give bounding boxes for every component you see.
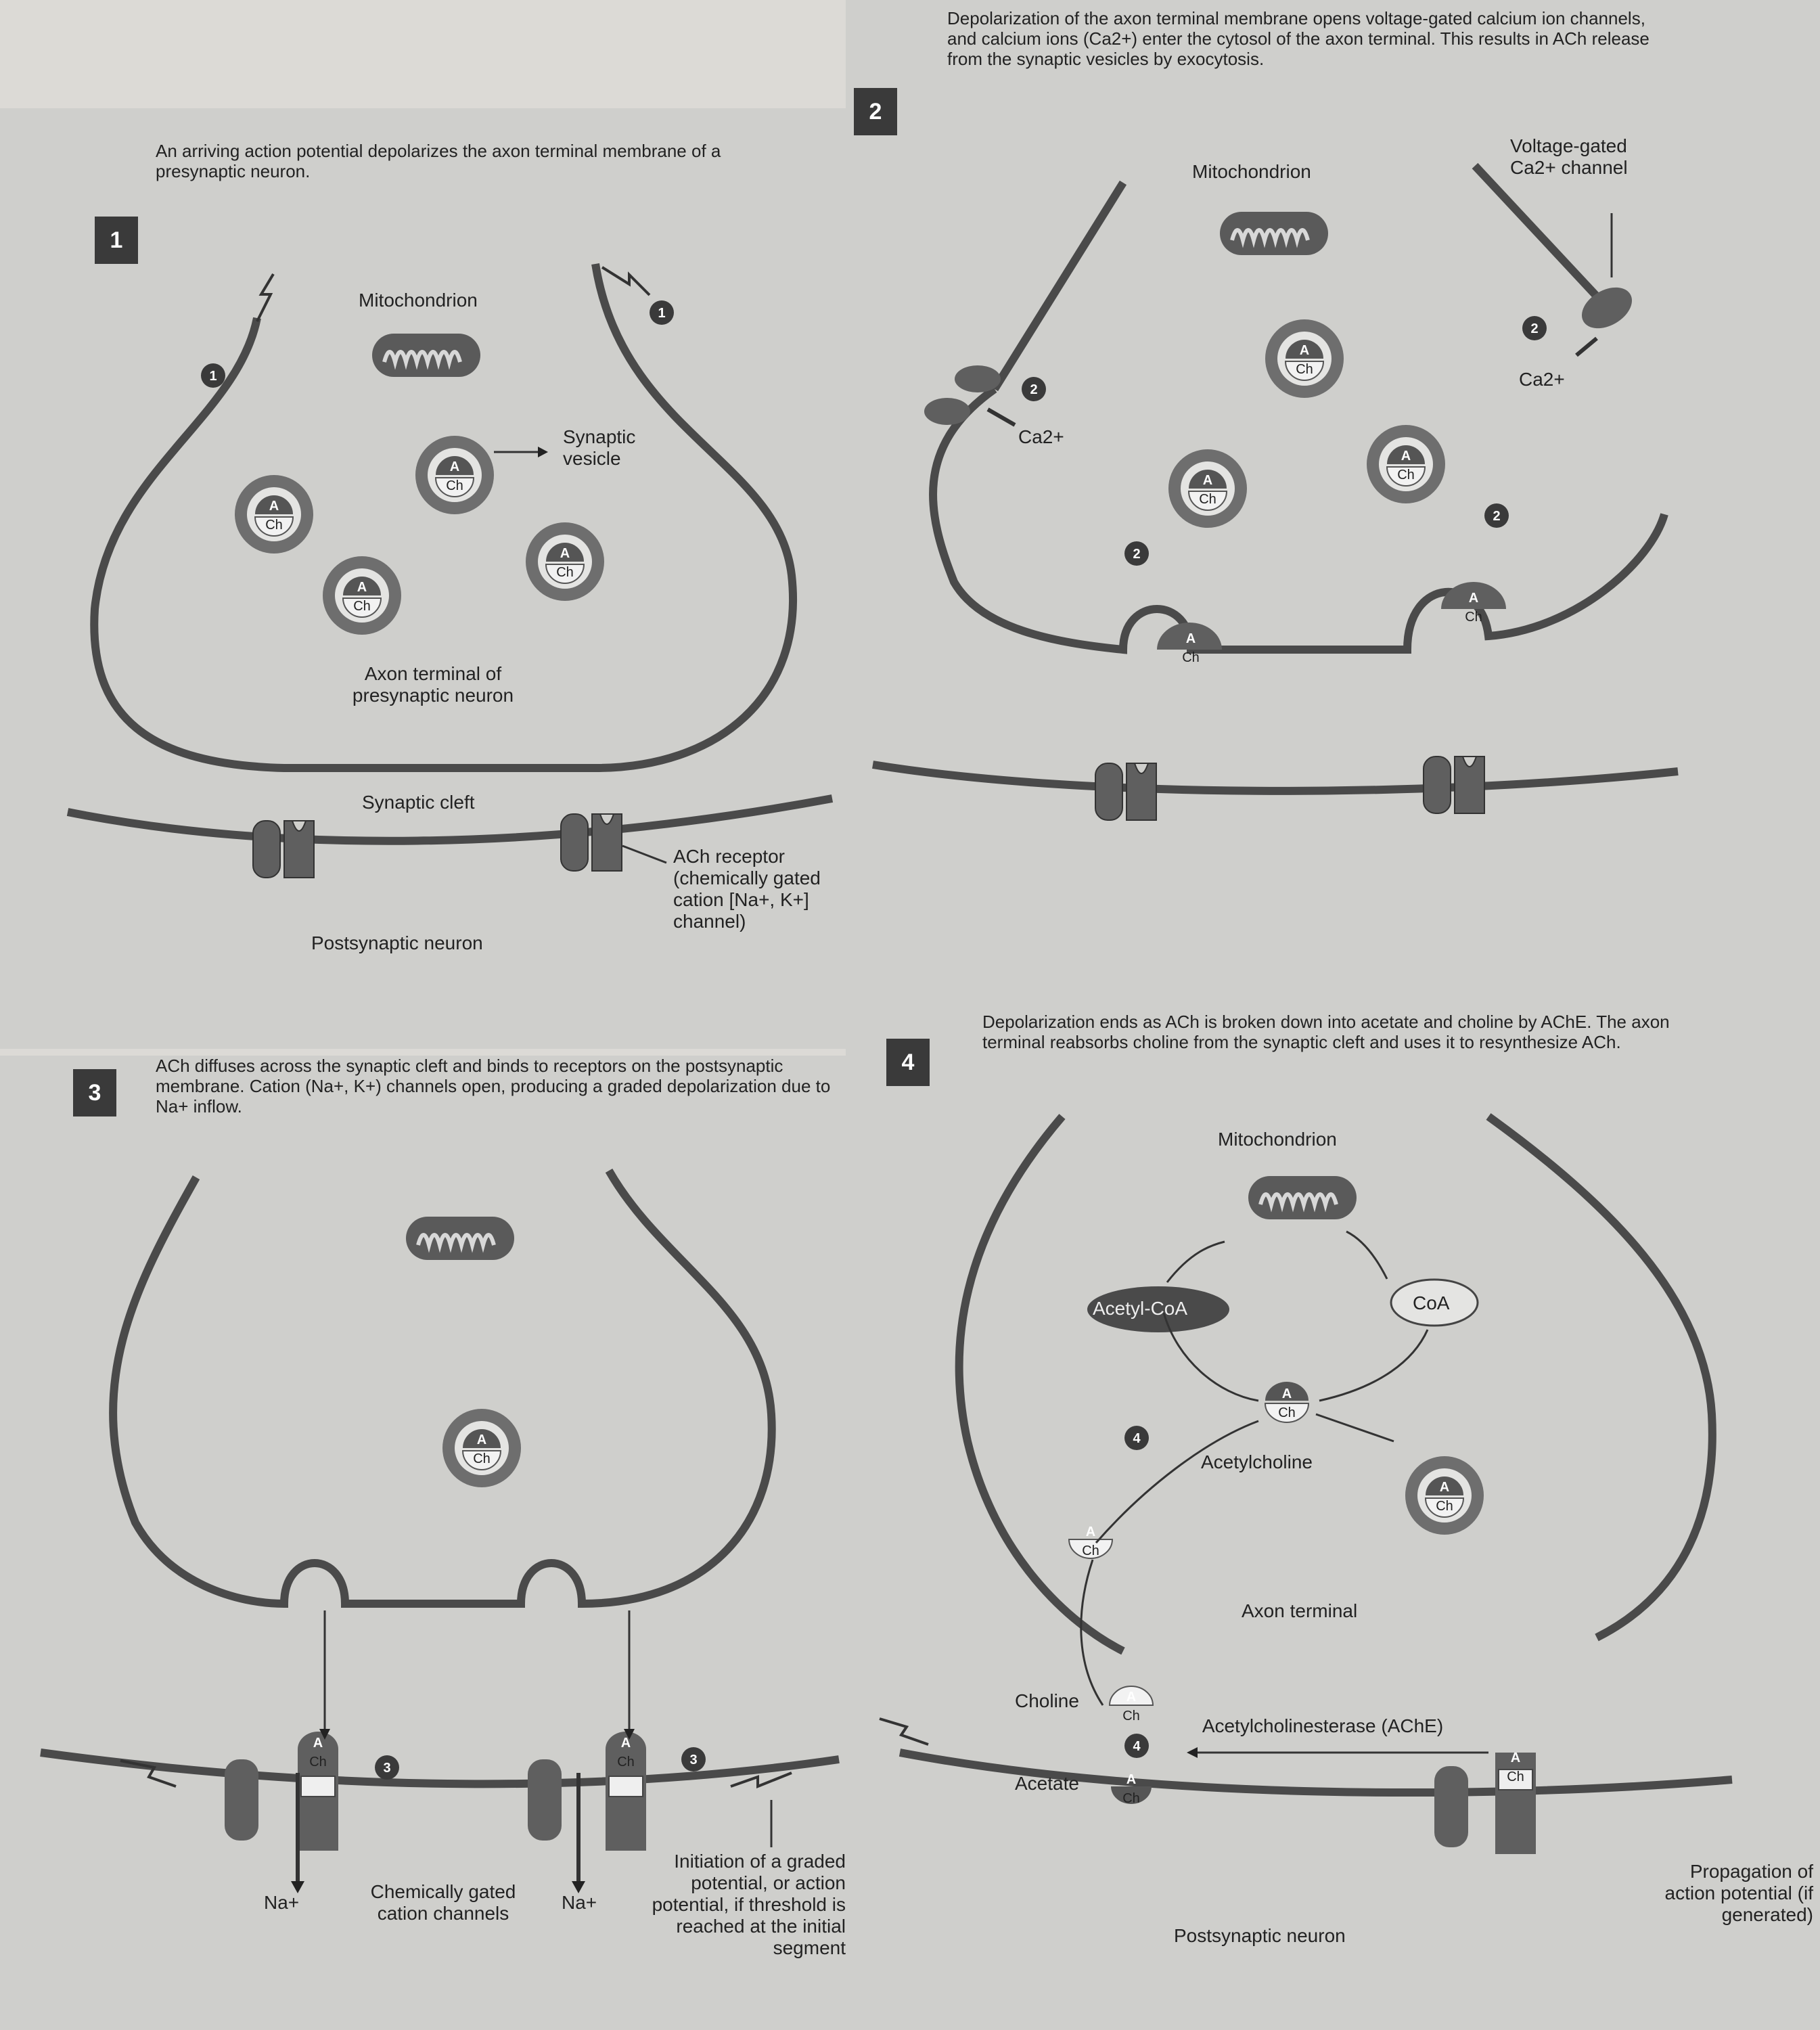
axon-terminal-membrane-3 [109,1169,776,1608]
acetyl-coa-label: Acetyl-CoA [1093,1298,1188,1319]
chemically-gated-channels-label: Chemically gated cation channels [370,1881,516,1924]
choline-letters-12: Ch [309,1755,327,1769]
acetyl-letter-6: A [1401,449,1411,464]
postsynaptic-membrane-4 [898,1749,1733,1797]
choline-letters-2: Ch [353,599,371,614]
acetyl-letter-10: A [1186,631,1196,646]
acetate-label: Acetate [1015,1773,1079,1794]
step-marker-3: 2 [1530,321,1538,336]
choline-letters-5: Ch [1199,492,1216,507]
postsynaptic-membrane-2 [872,761,1679,795]
axon-terminal-membrane-4 [955,1114,1125,1655]
mitochondrion-label-4: Mitochondrion [1218,1129,1337,1150]
propagation-label: Propagation of action potential (if gene… [1664,1861,1813,1925]
step-3-badge: 3 [73,1069,116,1116]
acetyl-letter-7: A [477,1433,486,1447]
step-4-caption: Depolarization ends as ACh is broken dow… [982,1012,1670,1052]
acetyl-letter-5: A [1203,473,1212,488]
acetyl-letter-3: A [560,546,570,561]
panel-2-background [846,0,1820,968]
axon-terminal-membrane-1 [90,263,797,772]
postsynaptic-neuron-label-4: Postsynaptic neuron [1174,1925,1346,1946]
choline-letters-17: Ch [1122,1791,1140,1806]
acetyl-letter-9: A [1282,1386,1292,1401]
ach-receptor-4 [1434,1753,1536,1854]
step-marker-0: 1 [209,369,217,384]
acetyl-letter-13: A [621,1736,631,1751]
choline-letters-9: Ch [1278,1405,1296,1420]
voltage-gated-channel-label: Voltage-gated Ca2+ channel [1510,135,1628,178]
choline-letters-1: Ch [446,478,463,493]
acetyl-letter-15: A [1086,1525,1095,1539]
panel-4-background [846,968,1820,2030]
acetylcholinesterase-label: Acetylcholinesterase (AChE) [1202,1715,1444,1736]
step-marker-7: 3 [689,1753,697,1767]
step-1-caption: An arriving action potential depolarizes… [156,141,721,181]
step-marker-6: 3 [383,1761,390,1776]
acetyl-letter-16: A [1127,1690,1136,1705]
choline-letters-15: Ch [1082,1543,1099,1558]
sodium-label-right: Na+ [562,1892,597,1913]
acetylcholine-label: Acetylcholine [1201,1451,1313,1472]
postsynaptic-membrane-3 [40,1749,840,1788]
gated-channel-left [225,1732,338,1851]
choline-letters-16: Ch [1122,1709,1140,1723]
step-marker-2: 2 [1030,382,1037,397]
acetyl-letter-4: A [1300,343,1309,358]
acetyl-letter-2: A [357,580,367,595]
choline-letters-7: Ch [473,1451,491,1466]
mitochondrion-label-1: Mitochondrion [359,290,478,311]
axon-terminal-presynaptic-label: Axon terminal of presynaptic neuron [352,663,514,706]
acetyl-letter-8: A [1440,1480,1449,1495]
mitochondrion-label-2: Mitochondrion [1192,161,1311,182]
calcium-ion-label-left: Ca2+ [1018,426,1064,447]
step-1-badge: 1 [95,217,138,264]
acetyl-letter-0: A [269,499,279,514]
step-marker-8: 4 [1133,1431,1141,1446]
step-marker-1: 1 [658,306,665,321]
postsynaptic-neuron-label-1: Postsynaptic neuron [311,932,483,953]
acetyl-letter-17: A [1127,1772,1136,1787]
choline-letters-8: Ch [1436,1499,1453,1514]
choline-letters-14: Ch [1507,1769,1524,1784]
choline-letters-6: Ch [1397,468,1415,482]
choline-letters-13: Ch [617,1755,635,1769]
choline-letters-4: Ch [1296,362,1313,377]
initiation-graded-potential-label: Initiation of a graded potential, or act… [652,1851,846,1958]
acetyl-letter-12: A [313,1736,323,1751]
sodium-label-left: Na+ [264,1892,300,1913]
synaptic-vesicle-label: Synaptic vesicle [563,426,636,469]
step-3-caption: ACh diffuses across the synaptic cleft a… [156,1056,831,1116]
ach-receptor-label: ACh receptor (chemically gated cation [N… [673,846,821,932]
gated-channel-right [528,1732,646,1851]
choline-letters-10: Ch [1182,650,1200,665]
step-4-badge: 4 [886,1039,930,1086]
axon-terminal-membrane-2 [929,386,1668,654]
step-marker-9: 4 [1133,1739,1141,1754]
coa-label: CoA [1413,1292,1450,1313]
acetyl-letter-14: A [1511,1751,1520,1765]
choline-letters-11: Ch [1465,610,1482,625]
choline-letters-0: Ch [265,518,283,533]
calcium-ion-label-right: Ca2+ [1519,369,1565,390]
acetyl-letter-11: A [1469,591,1478,606]
choline-letters-3: Ch [556,565,574,580]
step-marker-5: 2 [1493,509,1500,524]
axon-terminal-label-4: Axon terminal [1242,1600,1358,1621]
synaptic-cleft-label: Synaptic cleft [362,792,475,813]
step-2-caption: Depolarization of the axon terminal memb… [947,8,1650,69]
choline-label: Choline [1015,1690,1079,1711]
postsynaptic-membrane-1 [66,794,834,845]
panel-1-background [0,108,846,1049]
step-2-badge: 2 [854,88,897,135]
acetyl-letter-1: A [450,459,459,474]
step-marker-4: 2 [1133,547,1140,562]
